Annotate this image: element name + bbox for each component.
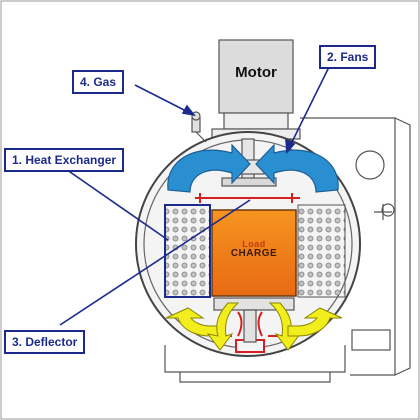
callout-gas: 4. Gas — [72, 70, 125, 94]
heat-exchanger-highlight — [164, 204, 211, 298]
charge-label: CHARGE — [230, 248, 278, 259]
charge-box — [211, 209, 297, 297]
callout-fans: 2. Fans — [319, 45, 377, 69]
flow-arrows — [165, 302, 343, 351]
leader-lines — [59, 64, 331, 326]
furnace-base — [164, 345, 346, 383]
callout-deflector: 3. Deflector — [4, 330, 86, 354]
machine-housing — [300, 117, 411, 376]
motor-label: Motor — [235, 64, 277, 81]
gas-nozzle-icon — [191, 111, 207, 143]
top-deflector — [195, 193, 300, 203]
load-label: Load — [242, 239, 266, 249]
motor-block — [218, 39, 294, 114]
heat-exchanger-right — [297, 204, 346, 298]
fan-arrows — [167, 143, 339, 193]
callout-heat-exchanger: 1. Heat Exchanger — [4, 148, 125, 172]
